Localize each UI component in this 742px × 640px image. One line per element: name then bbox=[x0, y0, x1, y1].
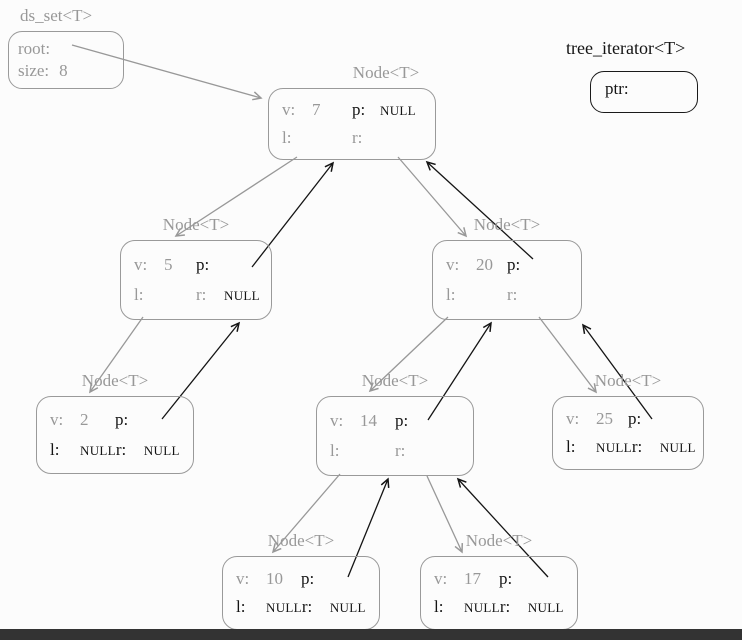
node-type-label: Node<T> bbox=[267, 531, 335, 550]
field-label-v: v: bbox=[434, 568, 448, 588]
field-label-l: l: bbox=[330, 441, 340, 461]
tree-node-2: Node<T> v:2 p: l:NULL r:NULL bbox=[36, 371, 194, 474]
tree-iterator-title: tree_iterator<T> bbox=[566, 38, 686, 58]
field-label-r: r: bbox=[196, 285, 207, 305]
field-value-l: NULL bbox=[266, 600, 302, 616]
field-label-p: p: bbox=[507, 254, 521, 274]
field-label-p: p: bbox=[499, 568, 513, 588]
field-label-l: l: bbox=[434, 597, 444, 617]
field-value-v: 10 bbox=[266, 568, 283, 588]
node-box: v: 14 p: l: r: bbox=[316, 396, 474, 476]
ds-set-root-field: root: bbox=[18, 39, 114, 59]
field-label-p: p: bbox=[301, 568, 315, 588]
node-box: v:2 p: l:NULL r:NULL bbox=[36, 396, 194, 474]
ds-set-size-field: size: 8 bbox=[18, 61, 114, 81]
field-value-v: 7 bbox=[312, 100, 321, 119]
field-label-p: p: bbox=[196, 254, 210, 274]
field-value-l: NULL bbox=[80, 443, 116, 458]
ds-set-title: ds_set<T> bbox=[20, 6, 93, 25]
field-label-r: r: bbox=[301, 597, 313, 617]
field-label-p: p: bbox=[628, 408, 642, 428]
field-value-v: 17 bbox=[464, 568, 481, 588]
field-label-v: v: bbox=[236, 568, 250, 588]
field-label-l: l: bbox=[134, 285, 144, 305]
field-value-r: NULL bbox=[329, 600, 366, 616]
field-label-v: v: bbox=[446, 254, 460, 274]
field-value-l: NULL bbox=[596, 440, 632, 456]
field-label-l: l: bbox=[50, 440, 60, 459]
field-label-r: r: bbox=[395, 441, 406, 461]
field-value-v: 20 bbox=[476, 254, 493, 274]
node-box: v:25 p: l:NULL r:NULL bbox=[552, 396, 704, 470]
node-type-label: Node<T> bbox=[352, 63, 420, 82]
field-label-r: r: bbox=[499, 597, 511, 617]
node-box: v:17 p: l:NULL r:NULL bbox=[420, 556, 578, 630]
size-field-value: 8 bbox=[59, 61, 68, 81]
node-type-label: Node<T> bbox=[81, 371, 149, 390]
field-value-r: NULL bbox=[659, 440, 696, 456]
node-box: v: 5 p: l: r: NULL bbox=[120, 240, 272, 320]
node-type-label: Node<T> bbox=[465, 531, 533, 550]
field-label-v: v: bbox=[566, 408, 580, 428]
field-label-v: v: bbox=[134, 254, 148, 274]
field-value-p: NULL bbox=[380, 103, 416, 118]
field-value-r: NULL bbox=[143, 443, 180, 458]
tree-node-10: Node<T> v:10 p: l:NULL r:NULL bbox=[222, 531, 380, 630]
field-label-l: l: bbox=[282, 128, 292, 147]
size-field-label: size: bbox=[18, 61, 50, 81]
field-value-l: NULL bbox=[464, 600, 500, 616]
tree-iterator-struct: tree_iterator<T> ptr: bbox=[566, 38, 698, 113]
node-type-label: Node<T> bbox=[361, 371, 429, 390]
tree-node-17: Node<T> v:17 p: l:NULL r:NULL bbox=[420, 531, 578, 630]
field-value-v: 14 bbox=[360, 410, 377, 430]
field-label-p: p: bbox=[395, 410, 409, 430]
window-bottom-edge bbox=[0, 629, 742, 640]
field-label-l: l: bbox=[566, 437, 576, 457]
ds-set-box: root: size: 8 bbox=[8, 31, 124, 89]
field-label-p: p: bbox=[115, 410, 129, 429]
node-type-label: Node<T> bbox=[594, 371, 662, 390]
root-field-label: root: bbox=[18, 38, 51, 58]
node-box: v: 20 p: l: r: bbox=[432, 240, 582, 320]
field-label-l: l: bbox=[236, 597, 246, 617]
node-box: v: 7 p: NULL l: r: bbox=[268, 88, 436, 160]
field-value-v: 2 bbox=[80, 410, 89, 429]
tree-node-14: Node<T> v: 14 p: l: r: bbox=[316, 371, 474, 476]
field-value-r: NULL bbox=[224, 288, 260, 304]
field-label-l: l: bbox=[446, 285, 456, 305]
node-type-label: Node<T> bbox=[162, 215, 230, 234]
tree-node-7: Node<T> v: 7 p: NULL l: r: bbox=[268, 63, 436, 160]
ds-set-struct: ds_set<T> root: size: 8 bbox=[8, 6, 124, 89]
field-value-v: 5 bbox=[164, 254, 173, 274]
field-label-p: p: bbox=[352, 100, 366, 119]
tree-node-25: Node<T> v:25 p: l:NULL r:NULL bbox=[552, 371, 704, 470]
field-label-r: r: bbox=[631, 437, 643, 457]
field-label-r: r: bbox=[507, 285, 518, 305]
tree-node-5: Node<T> v: 5 p: l: r: NULL bbox=[120, 215, 272, 320]
field-label-v: v: bbox=[282, 100, 296, 119]
ptr-field-label: ptr: bbox=[605, 79, 629, 98]
field-label-r: r: bbox=[115, 440, 127, 459]
node-box: v:10 p: l:NULL r:NULL bbox=[222, 556, 380, 630]
field-label-v: v: bbox=[330, 410, 344, 430]
tree-iterator-box: ptr: bbox=[590, 71, 698, 113]
field-value-v: 25 bbox=[596, 408, 613, 428]
field-label-r: r: bbox=[352, 128, 363, 147]
field-label-v: v: bbox=[50, 410, 64, 429]
tree-node-20: Node<T> v: 20 p: l: r: bbox=[432, 215, 582, 320]
field-value-r: NULL bbox=[527, 600, 564, 616]
node-type-label: Node<T> bbox=[473, 215, 541, 234]
